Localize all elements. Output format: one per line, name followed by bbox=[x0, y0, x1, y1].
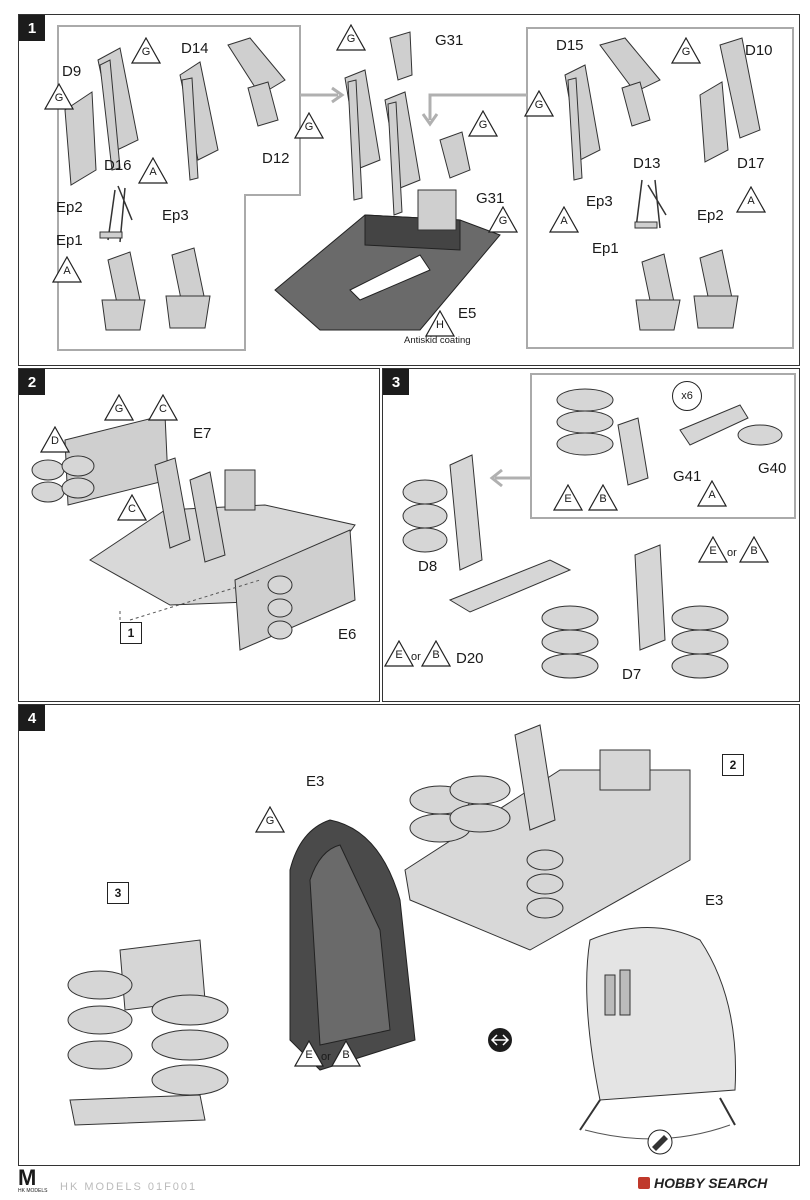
watermark-text: HOBBY SEARCH bbox=[654, 1175, 768, 1191]
label-d15: D15 bbox=[556, 37, 584, 54]
label-e3-left: E3 bbox=[306, 773, 325, 790]
ref-step-1: 1 bbox=[120, 622, 142, 644]
label-ep3-right: Ep3 bbox=[586, 193, 613, 210]
label-d12: D12 bbox=[262, 150, 290, 167]
tri-b-d7: B bbox=[739, 536, 769, 563]
tri-b-d20: B bbox=[421, 640, 451, 667]
step-3-number: 3 bbox=[383, 369, 409, 395]
or-text-step4: or bbox=[321, 1051, 331, 1063]
label-g40: G40 bbox=[758, 460, 787, 477]
tri-e-inset: E bbox=[553, 484, 583, 511]
label-d13: D13 bbox=[633, 155, 661, 172]
tri-g-e5: G bbox=[488, 206, 518, 233]
label-d16: D16 bbox=[104, 157, 132, 174]
label-d20: D20 bbox=[456, 650, 484, 667]
tri-g-step4: G bbox=[255, 806, 285, 833]
label-g31-top: G31 bbox=[435, 32, 464, 49]
or-text-d7: or bbox=[727, 547, 737, 559]
tri-g-step2: G bbox=[104, 394, 134, 421]
tri-c-top: C bbox=[148, 394, 178, 421]
tri-a-right-left: A bbox=[549, 206, 579, 233]
tri-g-g31-mid: G bbox=[468, 110, 498, 137]
watermark: HOBBY SEARCH bbox=[638, 1175, 767, 1191]
label-ep2-right: Ep2 bbox=[697, 207, 724, 224]
step-1-number: 1 bbox=[19, 15, 45, 41]
tri-g-g31-top: G bbox=[336, 24, 366, 51]
tri-a-right-right: A bbox=[736, 186, 766, 213]
label-d17: D17 bbox=[737, 155, 765, 172]
label-d8: D8 bbox=[418, 558, 438, 575]
label-g31-mid: G31 bbox=[476, 190, 505, 207]
doc-code: HK MODELS 01F001 bbox=[60, 1181, 198, 1193]
label-g41: G41 bbox=[673, 468, 702, 485]
tri-c-mid: C bbox=[117, 494, 147, 521]
tri-e-d7: E bbox=[698, 536, 728, 563]
label-ep3-left: Ep3 bbox=[162, 207, 189, 224]
label-d14: D14 bbox=[181, 40, 209, 57]
label-d10: D10 bbox=[745, 42, 773, 59]
tri-g-left-top: G bbox=[131, 37, 161, 64]
tri-g-left-side: G bbox=[44, 83, 74, 110]
step-2-number: 2 bbox=[19, 369, 45, 395]
label-ep1-right: Ep1 bbox=[592, 240, 619, 257]
brand-logo: M HK MODELS bbox=[18, 1165, 54, 1196]
qty-x6-badge: x6 bbox=[672, 381, 702, 411]
label-e6: E6 bbox=[338, 626, 357, 643]
tri-a-g41: A bbox=[697, 480, 727, 507]
tri-g-right-side: G bbox=[524, 90, 554, 117]
label-e5: E5 bbox=[458, 305, 477, 322]
tri-e-step4: E bbox=[294, 1040, 324, 1067]
tri-b-inset: B bbox=[588, 484, 618, 511]
brand-subtext: HK MODELS bbox=[18, 1188, 48, 1194]
label-e3-right: E3 bbox=[705, 892, 724, 909]
or-text-d20: or bbox=[411, 651, 421, 663]
tri-h-antiskid: H bbox=[425, 310, 455, 337]
label-ep2-left: Ep2 bbox=[56, 199, 83, 216]
step-4-number: 4 bbox=[19, 705, 45, 731]
ref-step-2: 2 bbox=[722, 754, 744, 776]
label-d9: D9 bbox=[62, 63, 82, 80]
tri-a-left-bottom: A bbox=[52, 256, 82, 283]
tri-g-right-top: G bbox=[671, 37, 701, 64]
tri-b-step4: B bbox=[331, 1040, 361, 1067]
tri-g-d12: G bbox=[294, 112, 324, 139]
brand-mark: M bbox=[18, 1165, 37, 1190]
tri-a-left-top: A bbox=[138, 157, 168, 184]
label-ep1-left: Ep1 bbox=[56, 232, 83, 249]
tri-e-d20: E bbox=[384, 640, 414, 667]
ref-step-3: 3 bbox=[107, 882, 129, 904]
watermark-icon bbox=[638, 1177, 650, 1189]
label-d7: D7 bbox=[622, 666, 642, 683]
label-antiskid: Antiskid coating bbox=[404, 335, 471, 346]
tri-d: D bbox=[40, 426, 70, 453]
label-e7: E7 bbox=[193, 425, 212, 442]
